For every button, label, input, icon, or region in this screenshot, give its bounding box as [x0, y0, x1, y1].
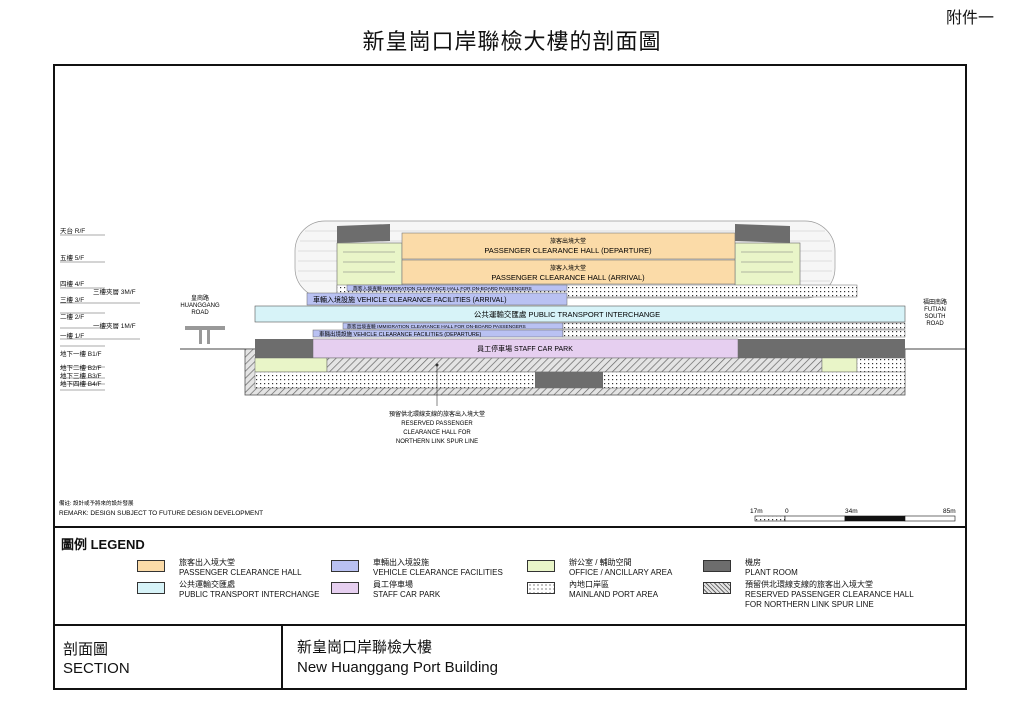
level-1mf: 一樓夾層 1M/F: [93, 321, 136, 330]
level-lines: [60, 234, 140, 391]
vehicle-arrival-label: 車輛入境設施 VEHICLE CLEARANCE FACILITIES (ARR…: [313, 295, 507, 304]
annex-label: 附件一: [945, 8, 994, 27]
level-3f: 三樓 3/F: [60, 295, 84, 304]
svg-text:RESERVED PASSENGER: RESERVED PASSENGER: [401, 421, 473, 427]
svg-text:預留供北環線支線的旅客出入境大堂: 預留供北環線支線的旅客出入境大堂: [389, 410, 485, 418]
level-b2f: 地下二樓 B2/F: [60, 363, 102, 372]
legend-swatch: [331, 560, 359, 572]
svg-text:CLEARANCE HALL FOR: CLEARANCE HALL FOR: [403, 430, 471, 436]
plant-room-roof-right: [735, 224, 790, 243]
public-transport-interchange: [254, 305, 906, 323]
legend-swatch: [527, 582, 555, 594]
legend-swatch: [527, 560, 555, 572]
drawing-type: 剖面圖 SECTION: [63, 641, 130, 677]
svg-text:HUANGGANG: HUANGGANG: [180, 303, 220, 309]
project-name: 新皇崗口岸聯檢大樓 New Huanggang Port Building: [297, 639, 498, 676]
legend-title: 圖例 LEGEND: [61, 537, 145, 552]
level-5f: 五樓 5/F: [60, 253, 84, 262]
legend-swatch: [137, 582, 165, 594]
svg-text:NORTHERN LINK SPUR LINE: NORTHERN LINK SPUR LINE: [396, 439, 478, 445]
level-b1f: 地下一樓 B1/F: [60, 349, 102, 358]
svg-text:SOUTH: SOUTH: [925, 314, 946, 320]
svg-text:ROAD: ROAD: [191, 310, 209, 316]
futian-south-road: 福田南路 FUTIAN SOUTH ROAD: [923, 298, 947, 327]
section-drawing: 天台 R/F 五樓 5/F 四樓 4/F 三樓夾層 3M/F 三樓 3/F 二樓…: [55, 66, 965, 524]
level-rf: 天台 R/F: [60, 226, 85, 235]
office-b2-left: [254, 357, 328, 373]
immigration-arrival-label: 旅客入境查驗 IMMIGRATION CLEARANCE HALL FOR ON…: [353, 285, 532, 292]
title-block: 剖面圖 SECTION 新皇崗口岸聯檢大樓 New Huanggang Port…: [55, 624, 965, 690]
level-3mf: 三樓夾層 3M/F: [93, 287, 136, 296]
mainland-b2-right: [856, 357, 906, 373]
office-b2-right: [821, 357, 858, 373]
level-b4f: 地下四樓 B4/F: [60, 379, 102, 388]
staff-car-park-label: 員工停車場 STAFF CAR PARK: [477, 344, 573, 353]
arrival-hall-label: PASSENGER CLEARANCE HALL (ARRIVAL): [491, 273, 645, 282]
svg-text:ROAD: ROAD: [926, 321, 944, 327]
drawing-frame: [53, 64, 967, 690]
svg-text:FUTIAN: FUTIAN: [924, 307, 946, 313]
svg-text:皇崗路: 皇崗路: [191, 294, 209, 302]
remark-cn: 備註: 設計或予將來的設計發展: [59, 499, 134, 507]
departure-hall-label: PASSENGER CLEARANCE HALL (DEPARTURE): [484, 246, 652, 255]
page-title: 新皇崗口岸聯檢大樓的剖面圖: [362, 30, 662, 55]
arrival-hall-label-cn: 旅客入境大堂: [550, 264, 586, 272]
legend-swatch: [331, 582, 359, 594]
vehicle-departure-label: 車輛出境設施 VEHICLE CLEARANCE FACILITIES (DEP…: [319, 330, 482, 338]
plant-room-b1-right: [738, 339, 905, 358]
departure-hall-label-cn: 旅客出境大堂: [550, 237, 586, 245]
svg-text:17m: 17m: [750, 508, 763, 515]
remark-en: REMARK: DESIGN SUBJECT TO FUTURE DESIGN …: [59, 510, 263, 517]
level-4f: 四樓 4/F: [60, 279, 84, 288]
plant-room-b1-left: [255, 339, 313, 358]
svg-text:34m: 34m: [845, 508, 858, 515]
legend-swatch: [137, 560, 165, 572]
plant-room-b4: [535, 372, 603, 388]
svg-text:85m: 85m: [943, 508, 956, 515]
legend-swatch: [703, 582, 731, 594]
departure-hall: [401, 232, 736, 260]
reserved-hall-b2: [326, 357, 823, 373]
huanggang-road: 皇崗路 HUANGGANG ROAD: [180, 294, 225, 344]
reserved-callout: 預留供北環線支線的旅客出入境大堂 RESERVED PASSENGER CLEA…: [389, 410, 485, 445]
level-1f: 一樓 1/F: [60, 331, 84, 340]
immigration-departure-label: 旅客出境查驗 IMMIGRATION CLEARANCE HALL FOR ON…: [347, 323, 526, 330]
arrival-hall: [401, 259, 736, 285]
legend-swatch: [703, 560, 731, 572]
level-b3f: 地下三樓 B3/F: [60, 371, 102, 380]
svg-text:0: 0: [785, 508, 789, 515]
svg-text:福田南路: 福田南路: [923, 298, 947, 306]
plant-room-roof-left: [337, 224, 390, 243]
scale-bar: 17m 0 34m 85m: [750, 508, 956, 522]
vehicle-arrival-band: [306, 292, 568, 306]
immigration-arrival-band: [346, 284, 568, 292]
title-block-divider: [281, 626, 283, 690]
pti-label: 公共運輸交匯處 PUBLIC TRANSPORT INTERCHANGE: [474, 309, 660, 319]
level-2f: 二樓 2/F: [60, 312, 84, 321]
mainland-port-area-1f: [562, 329, 906, 338]
mainland-port-area-1mf: [562, 322, 906, 330]
